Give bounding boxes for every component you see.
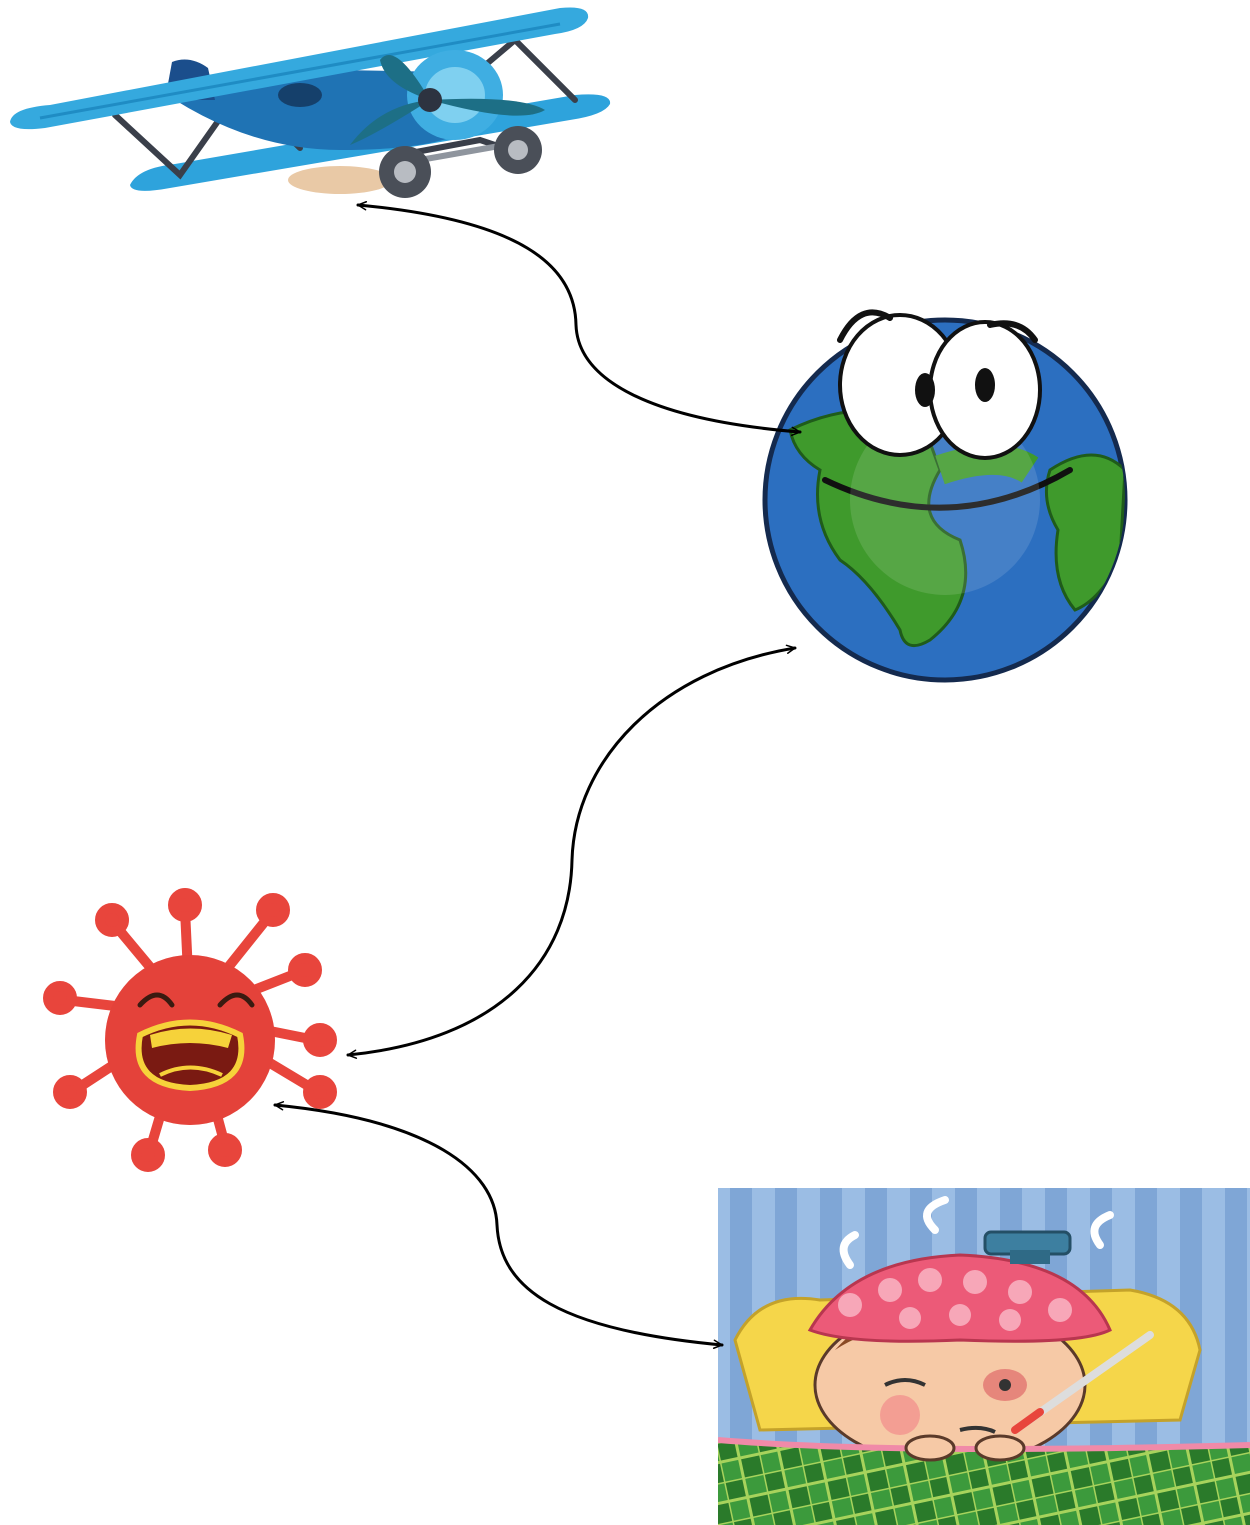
connector-airplane-earth: [358, 205, 800, 432]
laughing-virus-icon: [48, 893, 332, 1167]
airplane-node: [10, 7, 610, 198]
virus-node: [48, 893, 332, 1167]
smiling-earth-icon: [765, 312, 1125, 680]
earth-eyes: [840, 312, 1040, 458]
sick-child-node: [718, 1188, 1250, 1525]
biplane-icon: [10, 7, 610, 198]
connectors: [275, 205, 800, 1345]
earth-node: [765, 312, 1125, 680]
sick-child-in-bed-icon: [718, 1188, 1250, 1525]
connector-virus-sick-child: [275, 1105, 722, 1345]
connector-earth-virus: [348, 648, 795, 1055]
